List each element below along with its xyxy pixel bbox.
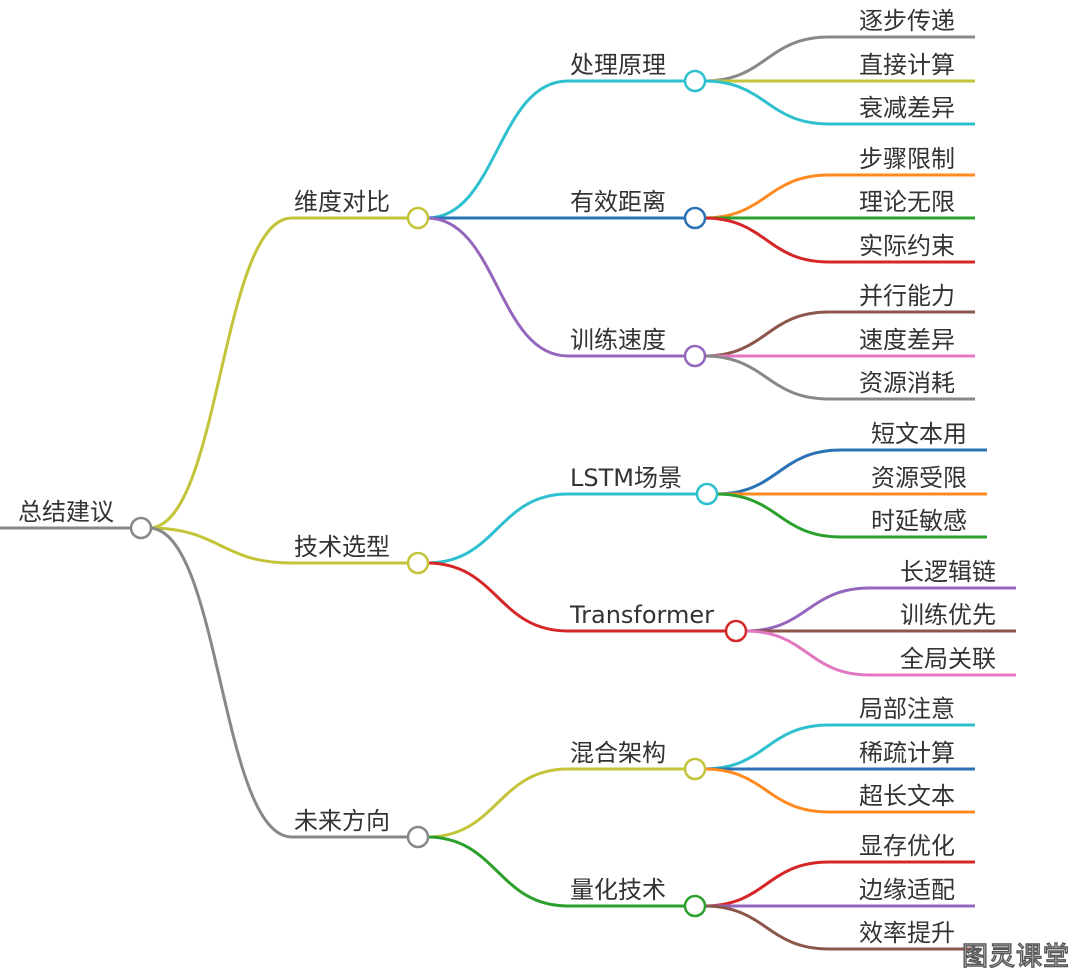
leaf-0-0-0-label: 逐步传递 xyxy=(859,7,955,35)
leaf-0-0-2-curve xyxy=(703,79,830,126)
leaf-2-0-2-label: 超长文本 xyxy=(859,782,955,810)
branch-1-0-label: LSTM场景 xyxy=(570,464,682,492)
leaf-2-1-2-curve xyxy=(703,904,830,951)
leaf-1-1-0-label: 长逻辑链 xyxy=(900,558,996,586)
leaf-2-1-1-label: 边缘适配 xyxy=(859,876,955,904)
leaf-1-0-2-label: 时延敏感 xyxy=(871,507,967,535)
leaf-0-2-1-label: 速度差异 xyxy=(859,326,955,354)
leaf-1-0-0-curve xyxy=(715,448,842,496)
leaf-0-0-2-label: 衰减差异 xyxy=(859,94,955,122)
branch-2-0-curve xyxy=(426,767,569,839)
branch-0-0-curve xyxy=(426,79,569,220)
leaf-0-1-2-curve xyxy=(703,216,830,264)
leaf-0-0-1-label: 直接计算 xyxy=(859,51,955,79)
branch-1-1-curve xyxy=(426,561,569,633)
root-node-label: 总结建议 xyxy=(18,498,114,526)
leaf-0-2-0-curve xyxy=(703,310,830,358)
branch-0-curve xyxy=(148,216,293,530)
branch-1-0-curve xyxy=(426,492,569,565)
leaf-0-1-0-label: 步骤限制 xyxy=(859,145,955,173)
branch-2-node[interactable] xyxy=(406,825,430,849)
branch-1-label: 技术选型 xyxy=(294,533,390,561)
branch-1-1-node[interactable] xyxy=(724,619,748,643)
branch-0-1-label: 有效距离 xyxy=(570,188,666,216)
leaf-1-1-2-label: 全局关联 xyxy=(900,645,996,673)
leaf-2-0-0-label: 局部注意 xyxy=(859,695,955,723)
leaf-2-0-2-curve xyxy=(703,767,830,814)
leaf-0-1-2-label: 实际约束 xyxy=(859,232,955,260)
leaf-1-0-0-label: 短文本用 xyxy=(871,420,967,448)
branch-0-label: 维度对比 xyxy=(294,188,390,216)
leaf-0-2-0-label: 并行能力 xyxy=(859,282,955,310)
branch-2-1-curve xyxy=(426,835,569,908)
leaf-2-1-0-label: 显存优化 xyxy=(859,832,955,860)
leaf-2-1-2-label: 效率提升 xyxy=(859,919,955,947)
branch-2-curve xyxy=(148,526,293,839)
branch-0-1-node[interactable] xyxy=(683,206,707,230)
leaf-2-1-0-curve xyxy=(703,860,830,908)
branch-2-label: 未来方向 xyxy=(294,807,390,835)
watermark: 图灵课堂 xyxy=(961,941,1070,972)
branch-2-0-node[interactable] xyxy=(683,757,707,781)
branch-2-0-label: 混合架构 xyxy=(570,739,666,767)
branch-0-node[interactable] xyxy=(406,206,430,230)
leaf-0-2-2-label: 资源消耗 xyxy=(859,369,955,397)
leaf-0-1-0-curve xyxy=(703,173,830,220)
leaf-0-0-0-curve xyxy=(703,35,830,83)
leaf-0-1-1-label: 理论无限 xyxy=(859,188,955,216)
root-node-circle[interactable] xyxy=(129,516,153,540)
leaf-2-0-0-curve xyxy=(703,723,830,771)
leaf-0-2-2-curve xyxy=(703,354,830,401)
branch-1-curve xyxy=(148,526,293,565)
branch-2-1-node[interactable] xyxy=(683,894,707,918)
branch-1-0-node[interactable] xyxy=(695,482,719,506)
branch-0-2-label: 训练速度 xyxy=(570,326,666,354)
branch-2-1-label: 量化技术 xyxy=(570,876,666,904)
branch-1-1-label: Transformer xyxy=(569,601,714,629)
leaf-1-1-1-label: 训练优先 xyxy=(900,601,996,629)
leaf-2-0-1-label: 稀疏计算 xyxy=(859,739,955,767)
leaf-1-1-0-curve xyxy=(744,586,871,633)
leaf-1-0-2-curve xyxy=(715,492,842,539)
branch-0-2-node[interactable] xyxy=(683,344,707,368)
leaf-1-1-2-curve xyxy=(744,629,871,677)
branch-0-0-label: 处理原理 xyxy=(570,51,666,79)
leaf-1-0-1-label: 资源受限 xyxy=(871,464,967,492)
branch-0-0-node[interactable] xyxy=(683,69,707,93)
branch-0-2-curve xyxy=(426,216,569,358)
branch-1-node[interactable] xyxy=(406,551,430,575)
